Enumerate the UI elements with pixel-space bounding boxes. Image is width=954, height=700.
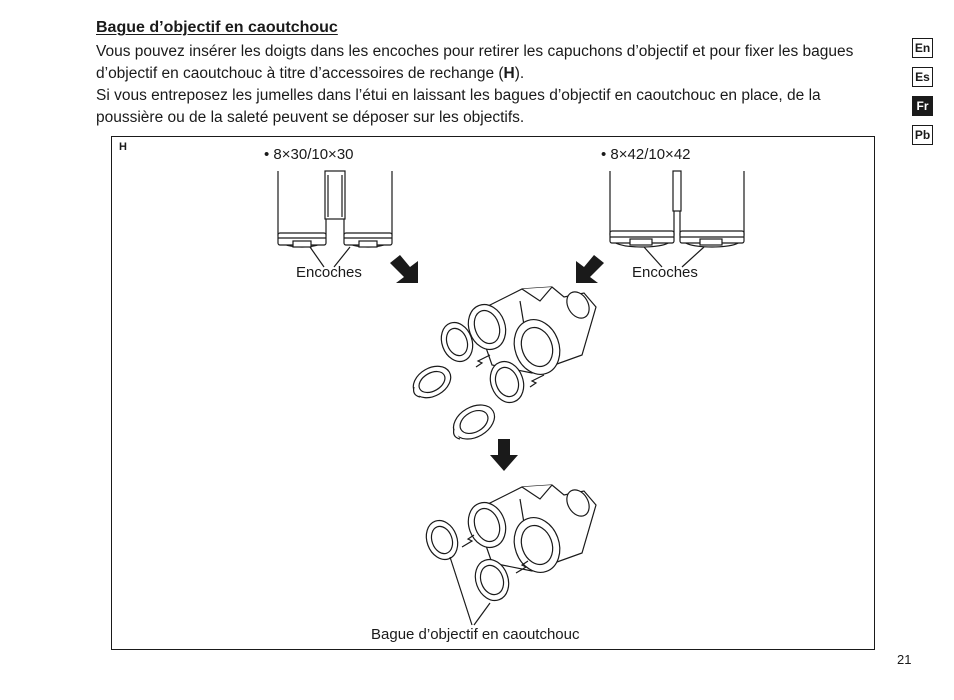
arrow-down-icon: [490, 439, 518, 471]
page-number: 21: [897, 652, 912, 667]
binocular-assembled-view: [425, 484, 597, 626]
lang-tab-pb[interactable]: Pb: [912, 125, 933, 145]
notch-label-right: Encoches: [632, 264, 698, 281]
figure-h: H: [111, 136, 875, 650]
lang-tab-es[interactable]: Es: [912, 67, 933, 87]
section-title: Bague d’objectif en caoutchouc: [96, 19, 338, 36]
notch-label-left: Encoches: [296, 264, 362, 281]
binocular-exploded-view: [412, 286, 597, 440]
arrow-down-right-icon: [390, 255, 418, 283]
binocular-illustration: [277, 170, 745, 626]
paragraph-notches-end: ).: [514, 65, 525, 82]
lang-tab-en[interactable]: En: [912, 38, 933, 58]
model-label-small: • 8×30/10×30: [264, 146, 354, 163]
arrow-down-left-icon: [576, 255, 604, 283]
binocular-small-icon: [277, 170, 393, 268]
paragraph-storage: Si vous entreposez les jumelles dans l’é…: [96, 87, 821, 126]
model-label-large: • 8×42/10×42: [601, 146, 691, 163]
lang-tab-fr[interactable]: Fr: [912, 96, 933, 116]
binocular-large-icon: [609, 170, 745, 268]
figure-label: H: [119, 141, 127, 153]
figure-reference: H: [503, 65, 515, 82]
rubber-ring-caption: Bague d’objectif en caoutchouc: [371, 626, 580, 643]
paragraph-notches-text: Vous pouvez insérer les doigts dans les …: [96, 43, 854, 82]
body-text: Vous pouvez insérer les doigts dans les …: [96, 41, 886, 129]
paragraph-notches: Vous pouvez insérer les doigts dans les …: [96, 41, 886, 85]
